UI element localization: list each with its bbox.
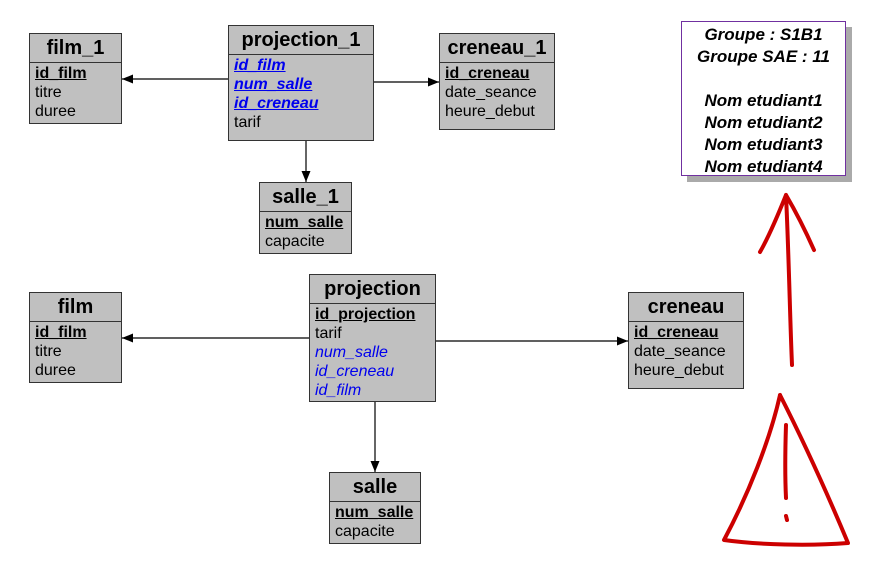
- attribute: capacite: [335, 523, 395, 540]
- entity-title: film_1: [30, 34, 121, 63]
- attribute: duree: [35, 362, 76, 379]
- foreign-key-attribute: num_salle: [315, 344, 388, 361]
- entity-creneau-1: creneau_1 id_creneau date_seance heure_debu…: [439, 33, 555, 130]
- note-student-2: Nom etudiant2: [704, 113, 823, 132]
- note-student-3: Nom etudiant3: [704, 135, 823, 154]
- attribute: date_seance: [445, 84, 537, 101]
- arrow-head: [301, 171, 311, 182]
- primary-key-attribute: num_salle: [335, 504, 414, 521]
- arrow-head: [370, 461, 380, 472]
- entity-title: creneau_1: [440, 34, 554, 63]
- primary-key-attribute: id_film: [35, 324, 87, 341]
- arrow-head: [122, 333, 133, 343]
- primary-key-attribute: id_creneau: [634, 324, 719, 341]
- foreign-key-attribute: id_creneau: [234, 95, 319, 112]
- entity-title: creneau: [629, 293, 743, 322]
- attribute: heure_debut: [445, 103, 535, 120]
- attribute: duree: [35, 103, 76, 120]
- note-student-4: Nom etudiant4: [704, 157, 823, 176]
- entity-salle-1: salle_1 num_salle capacite: [259, 182, 352, 254]
- foreign-key-attribute: id_film: [234, 57, 286, 74]
- warning-triangle-icon: [722, 393, 850, 547]
- group-info-note: Groupe : S1B1 Groupe SAE : 11 Nom etudia…: [681, 21, 846, 176]
- attribute: tarif: [234, 114, 261, 131]
- entity-title: film: [30, 293, 121, 322]
- entity-salle: salle num_salle capacite: [329, 472, 421, 544]
- foreign-key-attribute: id_creneau: [315, 363, 395, 380]
- arrow-head: [122, 74, 133, 84]
- entity-title: projection: [310, 275, 435, 304]
- attribute: capacite: [265, 233, 325, 250]
- entity-title: salle: [330, 473, 420, 502]
- attribute-list: id_creneau date_seance heure_debut: [629, 322, 743, 381]
- attribute-list: id_creneau date_seance heure_debut: [440, 63, 554, 122]
- foreign-key-attribute: id_film: [315, 382, 362, 399]
- attribute: date_seance: [634, 343, 726, 360]
- arrow-head: [428, 77, 439, 87]
- entity-creneau: creneau id_creneau date_seance heure_debut: [628, 292, 744, 389]
- primary-key-attribute: id_projection: [315, 306, 416, 323]
- entity-title: projection_1: [229, 26, 373, 55]
- primary-key-attribute: id_creneau: [445, 65, 530, 82]
- exclamation-mark-icon: [783, 423, 789, 522]
- hand-drawn-arrow-icon: [758, 193, 816, 367]
- note-student-1: Nom etudiant1: [704, 91, 823, 110]
- primary-key-attribute: num_salle: [265, 214, 344, 231]
- attribute: tarif: [315, 325, 342, 342]
- attribute-list: num_salle capacite: [260, 212, 351, 252]
- attribute-list: num_salle capacite: [330, 502, 420, 542]
- entity-title: salle_1: [260, 183, 351, 212]
- primary-key-attribute: id_film: [35, 65, 87, 82]
- attribute: heure_debut: [634, 362, 724, 379]
- note-sae-group: Groupe SAE : 11: [697, 47, 830, 66]
- attribute: titre: [35, 84, 62, 101]
- foreign-key-attribute: num_salle: [234, 76, 313, 93]
- attribute: titre: [35, 343, 62, 360]
- note-group: Groupe : S1B1: [704, 25, 823, 44]
- arrow-head: [617, 336, 628, 346]
